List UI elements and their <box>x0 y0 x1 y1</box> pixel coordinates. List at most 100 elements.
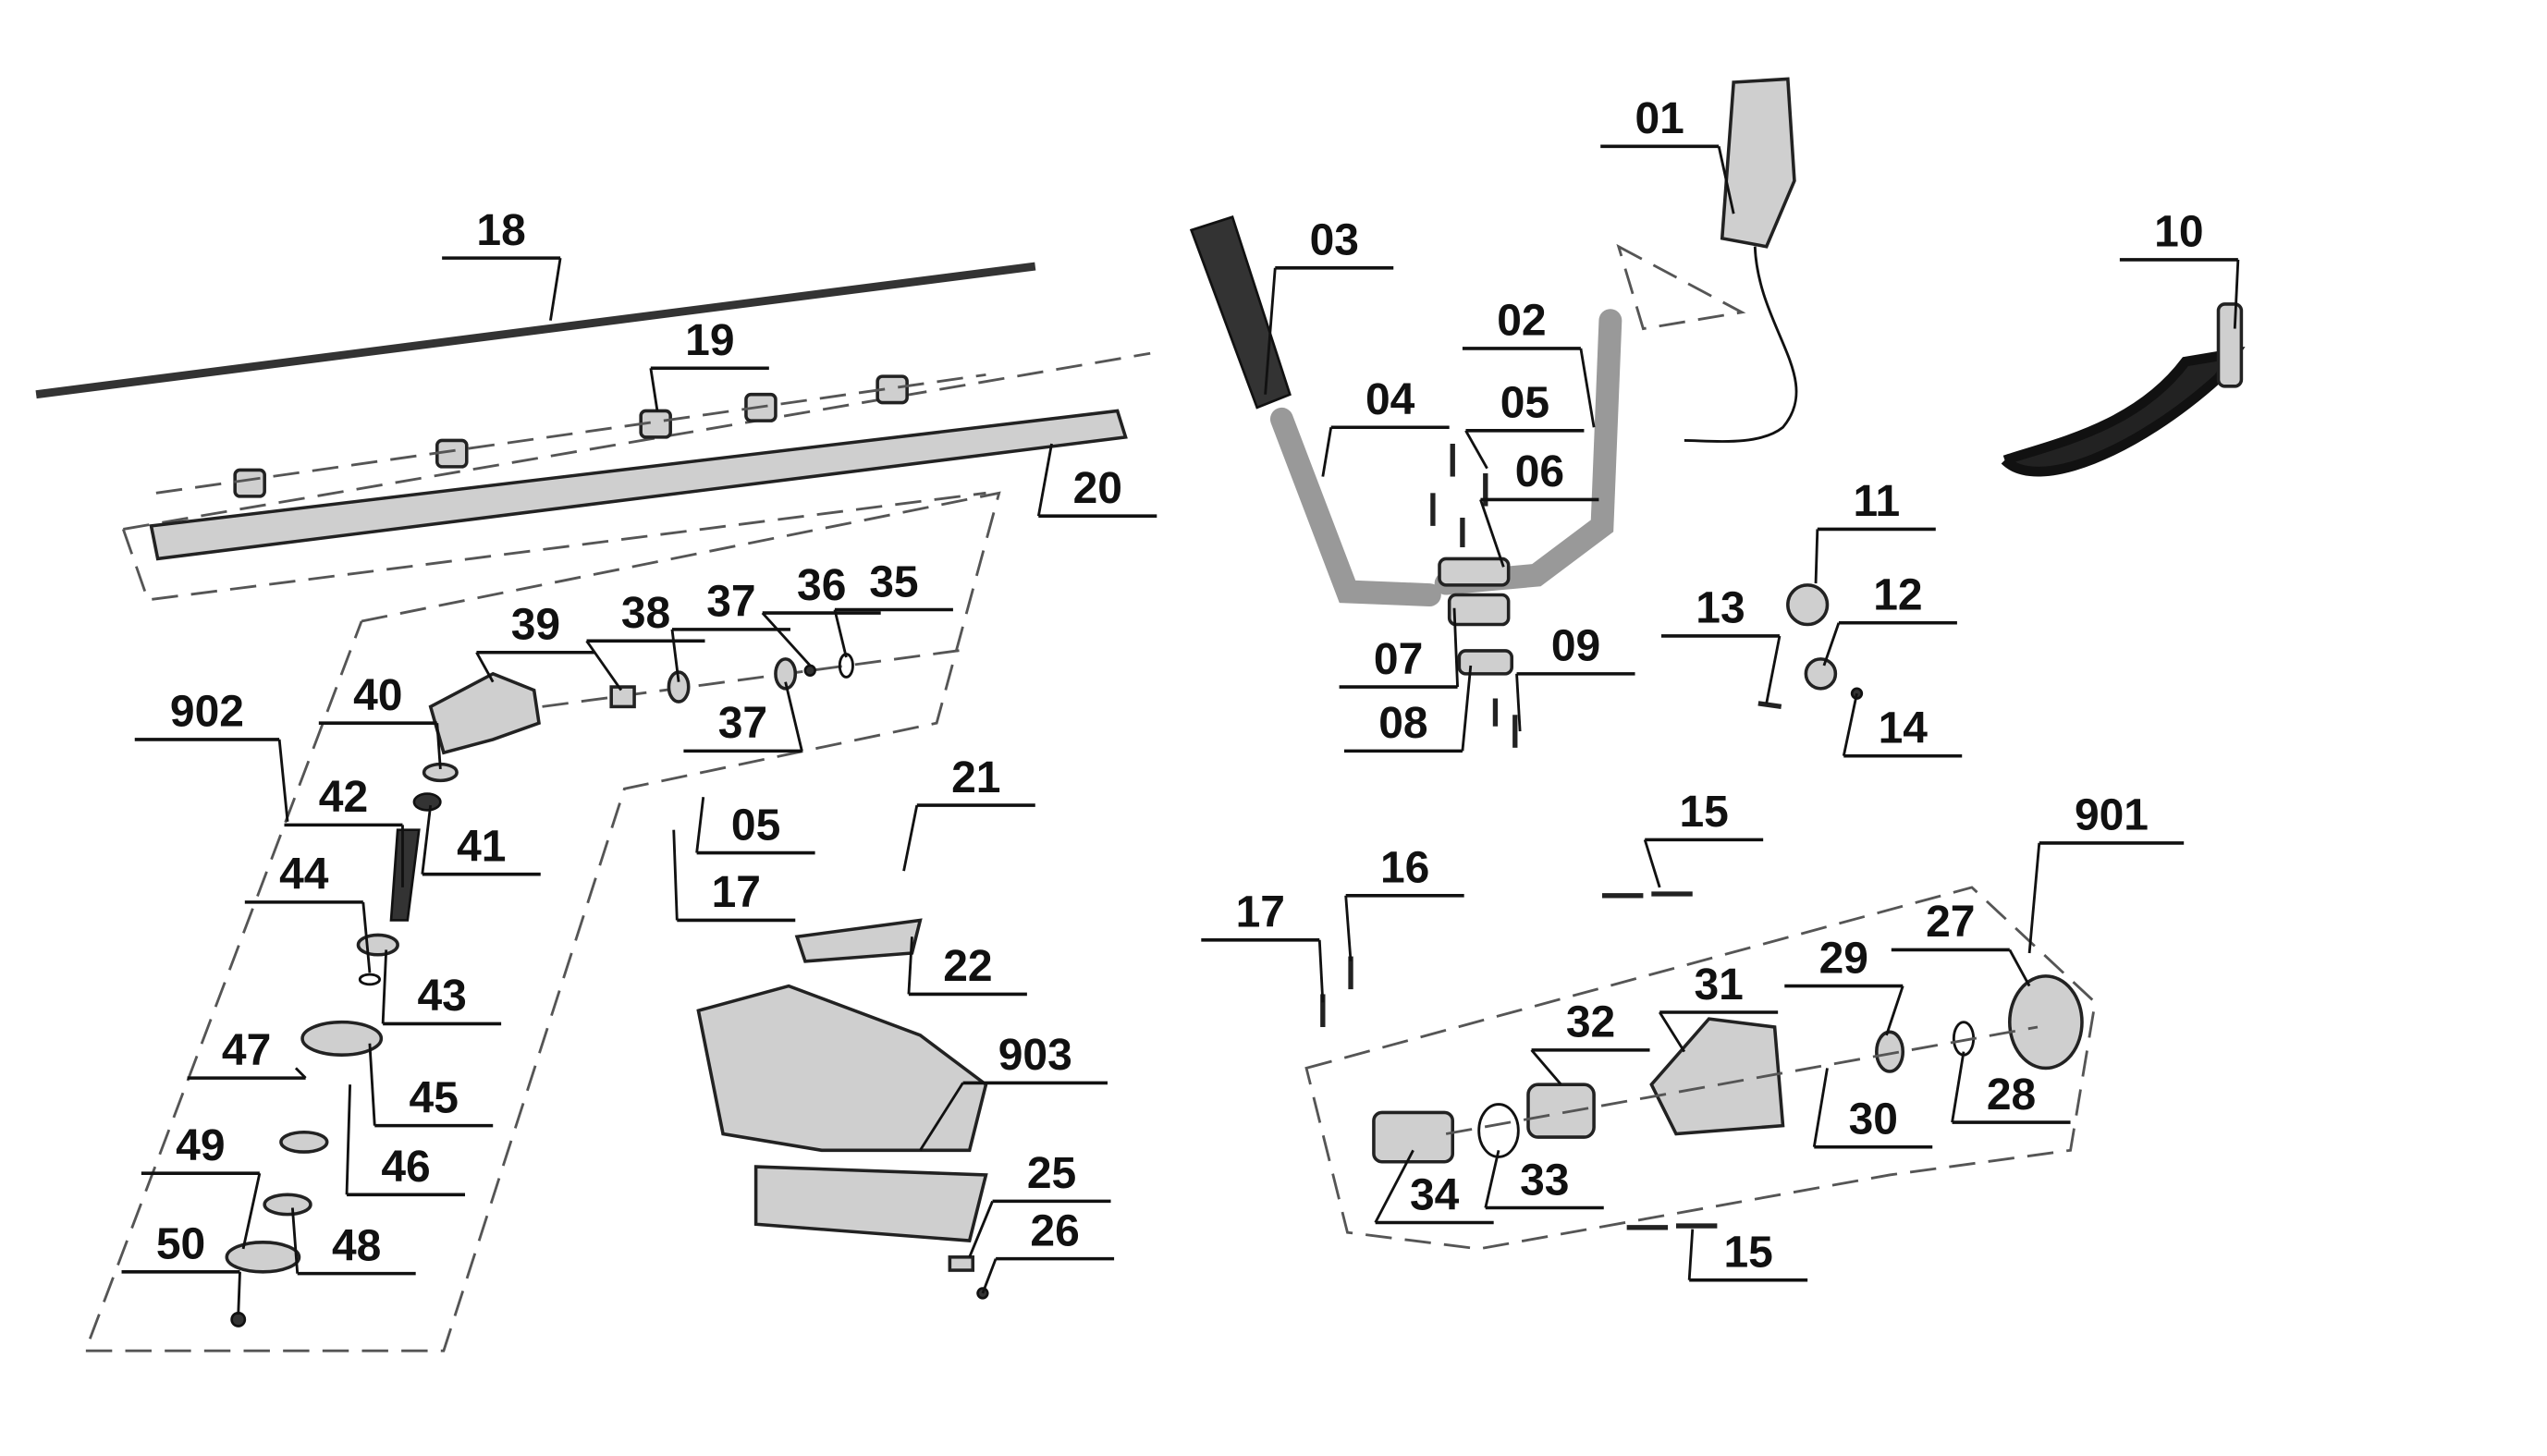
part-number: 26 <box>1030 1206 1079 1255</box>
part-number: 21 <box>951 753 1000 802</box>
part-number: 07 <box>1374 635 1423 684</box>
part-label-38: 38 <box>585 589 705 691</box>
leader-line <box>361 901 372 973</box>
part-number: 32 <box>1566 998 1615 1047</box>
leader-line <box>585 640 623 691</box>
part-number: 10 <box>2154 208 2203 257</box>
shoulder-strap-part <box>2001 346 2246 477</box>
part-label-20: 20 <box>1036 443 1157 518</box>
part-number: 50 <box>156 1220 205 1269</box>
leader-line <box>1374 1149 1414 1224</box>
part-number: 33 <box>1520 1156 1569 1205</box>
leader-line <box>1814 529 1819 584</box>
part-label-27: 27 <box>1891 898 2031 987</box>
part-number: 34 <box>1410 1170 1460 1219</box>
part-label-30: 30 <box>1812 1068 1933 1149</box>
part-number: 17 <box>1236 888 1285 937</box>
part-label-33: 33 <box>1484 1149 1604 1210</box>
leader-line <box>968 1200 994 1258</box>
part-label-41: 41 <box>421 804 541 876</box>
part-label-39: 39 <box>475 601 595 683</box>
part-48 <box>263 1193 312 1217</box>
part-number: 48 <box>332 1221 381 1270</box>
leader-line <box>649 368 659 411</box>
part-label-19: 19 <box>649 316 769 411</box>
leader-line <box>1530 1048 1562 1086</box>
part-number: 03 <box>1310 216 1359 265</box>
leader-line <box>1264 267 1277 395</box>
clamp-plate-part <box>1457 649 1514 676</box>
part-label-15: 15 <box>1687 1228 1808 1282</box>
part-label-04: 04 <box>1321 375 1450 477</box>
part-number: 37 <box>718 699 767 748</box>
leader-line <box>549 257 562 321</box>
clip-12-part <box>1804 657 1838 691</box>
leader-line <box>1344 895 1353 961</box>
part-49 <box>225 1241 301 1274</box>
leader-line <box>2027 842 2041 954</box>
grip-part <box>1189 215 1292 410</box>
leader-line <box>1951 1051 1965 1123</box>
leader-line <box>475 652 495 683</box>
part-number: 19 <box>685 316 734 365</box>
part-label-34: 34 <box>1374 1149 1494 1225</box>
part-number: 28 <box>1987 1071 2036 1120</box>
part-number: 05 <box>1500 379 1549 428</box>
leader-line <box>381 949 388 1024</box>
part-number: 06 <box>1515 447 1564 496</box>
group-902-outline <box>83 491 1001 1352</box>
part-label-02: 02 <box>1462 297 1596 428</box>
part-number: 27 <box>1926 898 1975 947</box>
engine-axis <box>1445 1025 2039 1135</box>
leader-line <box>1885 985 1904 1036</box>
part-number: 903 <box>998 1031 1072 1080</box>
part-number: 46 <box>381 1143 430 1192</box>
part-label-28: 28 <box>1951 1051 2071 1124</box>
part-number: 15 <box>1723 1228 1772 1277</box>
part-36 <box>803 664 816 677</box>
part-number: 08 <box>1378 699 1427 748</box>
part-label-32: 32 <box>1530 998 1650 1086</box>
part-number: 18 <box>476 206 525 255</box>
part-label-37: 37 <box>683 681 803 753</box>
part-label-42: 42 <box>284 773 404 887</box>
part-label-35: 35 <box>833 557 953 658</box>
leader-line <box>1812 1068 1829 1147</box>
part-number: 14 <box>1879 704 1929 752</box>
guard-bracket-22 <box>794 918 923 963</box>
leader-line <box>1842 692 1858 757</box>
spindle-42-part <box>389 828 421 922</box>
blade-25-part <box>948 1255 975 1272</box>
part-number: 45 <box>410 1073 459 1122</box>
part-label-48: 48 <box>290 1207 416 1276</box>
clip-11-part <box>1786 583 1830 627</box>
part-label-03: 03 <box>1264 216 1394 395</box>
leader-line <box>1317 939 1325 1003</box>
leader-line <box>345 1084 352 1195</box>
part-label-01: 01 <box>1600 94 1735 214</box>
part-number: 13 <box>1696 584 1745 633</box>
part-number: 09 <box>1551 622 1600 671</box>
leader-line <box>1036 443 1053 517</box>
leader-line <box>237 1271 241 1315</box>
leader-line <box>902 804 919 872</box>
leader-line <box>1822 622 1841 667</box>
part-label-903: 903 <box>919 1031 1108 1152</box>
part-label-21: 21 <box>902 753 1035 872</box>
part-number: 41 <box>457 822 506 871</box>
group-901-outline <box>1304 886 2097 1251</box>
part-number: 40 <box>353 671 402 720</box>
part-label-12: 12 <box>1822 571 1957 667</box>
part-label-18: 18 <box>442 206 562 321</box>
leader-line <box>368 1043 376 1126</box>
part-45 <box>300 1020 384 1057</box>
part-number: 29 <box>1819 934 1868 983</box>
part-label-31: 31 <box>1658 960 1779 1053</box>
leader-line <box>2008 948 2031 987</box>
part-number: 49 <box>176 1121 225 1170</box>
leader-line <box>241 1172 262 1250</box>
leader-line <box>435 723 442 770</box>
throttle-cable <box>1684 246 1798 443</box>
part-37b <box>774 657 798 691</box>
